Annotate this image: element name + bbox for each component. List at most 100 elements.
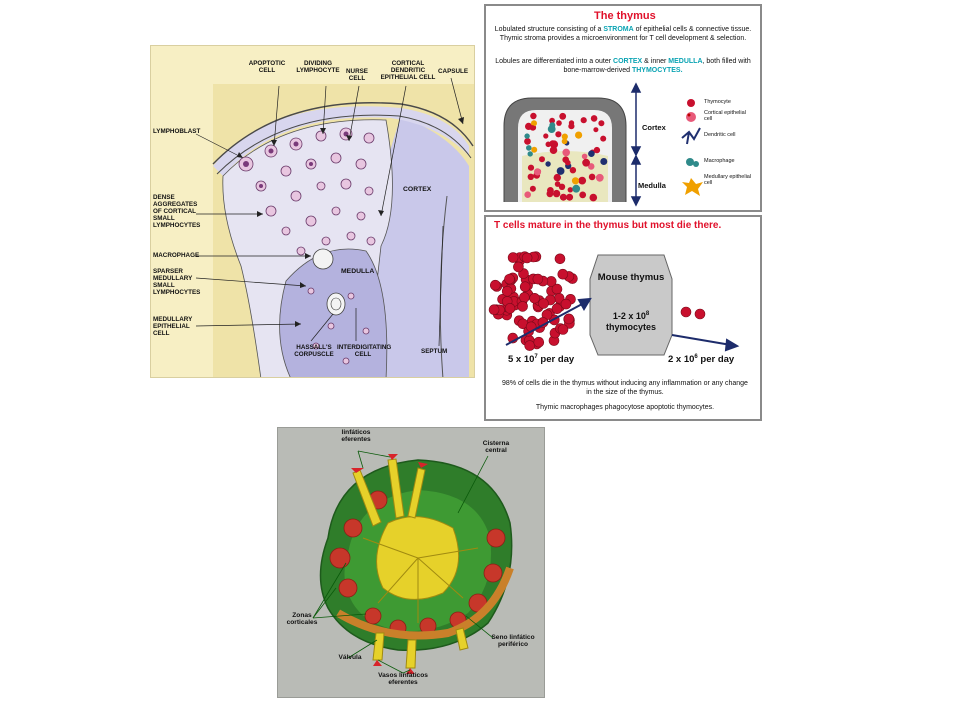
lobule-cell xyxy=(587,163,595,170)
label-macrophage: MACROPHAGE xyxy=(153,252,200,259)
thymocyte xyxy=(504,303,516,314)
label-cortex: CORTEX xyxy=(403,186,432,193)
thymocyte xyxy=(538,298,549,309)
legend-icons xyxy=(681,99,703,196)
thymocyte xyxy=(521,252,533,264)
lobule-cell xyxy=(546,190,554,198)
lobule-diagram xyxy=(503,82,703,207)
label-hassalls-corpuscle: HASSALL'S CORPUSCLE xyxy=(294,344,334,358)
lobule-cell xyxy=(588,150,595,157)
label-dense-aggregates: DENSE AGGREGATES OF CORTICAL SMALL LYMPH… xyxy=(153,194,201,229)
maturation-title: T cells mature in the thymus but most di… xyxy=(494,220,722,231)
label-medulla: MEDULLA xyxy=(341,268,375,275)
lobule-cell xyxy=(562,148,570,157)
legend-medullary-epithelial: Medullary epithelial cell xyxy=(704,174,752,186)
lobule-cell xyxy=(524,138,531,145)
lobule-cell xyxy=(582,158,590,167)
lobule-cell xyxy=(549,117,555,124)
medulla-label: Medulla xyxy=(638,181,666,190)
thymocyte xyxy=(560,298,572,310)
lobule-cell xyxy=(553,173,561,182)
lobule-cell xyxy=(527,173,534,180)
lobule-cell xyxy=(527,164,535,171)
macrophage-cell xyxy=(312,248,334,270)
thymocyte xyxy=(557,324,569,335)
lobule-cell xyxy=(531,146,538,153)
lobule-cell xyxy=(556,120,562,126)
lobule-cell xyxy=(529,185,536,192)
lobule-cell xyxy=(600,135,607,142)
lobule-cell xyxy=(549,122,556,129)
label-medullary-epithelial-cell: MEDULLARY EPITHELIAL CELL xyxy=(153,316,193,337)
label-cisterna-central: Cisterna central xyxy=(482,440,510,455)
thymocyte xyxy=(519,292,530,303)
lobule-cell xyxy=(554,181,561,187)
macrophage-note: Thymic macrophages phagocytose apoptotic… xyxy=(535,404,715,411)
maturation-diagram xyxy=(488,251,740,356)
thymocyte xyxy=(557,268,569,280)
lobule-cell xyxy=(598,120,605,127)
thymus-title: The thymus xyxy=(594,10,656,22)
label-vasos-linfaticos-eferentes: Vasos linfáticos eferentes xyxy=(378,672,428,687)
lobule-cell xyxy=(579,191,587,199)
label-dividing-lymphocyte: DIVIDING LYMPHOCYTE xyxy=(296,60,340,74)
label-lymphoblast: LYMPHOBLAST xyxy=(153,128,201,135)
lobule-cell xyxy=(559,193,567,201)
thymocyte xyxy=(551,303,563,314)
lobule-cell xyxy=(580,117,587,124)
thymocyte xyxy=(488,304,500,315)
efferent-vessels-top xyxy=(352,458,426,527)
label-sparser-medullary-lymphocytes: SPARSER MEDULLARY SMALL LYMPHOCYTES xyxy=(153,268,201,296)
legend-cortical-epithelial: Cortical epithelial cell xyxy=(704,110,746,122)
lobule-cell xyxy=(545,161,551,167)
lobule-cell xyxy=(524,133,530,139)
label-seno-linfatico-periferico: Seno linfático periférico xyxy=(491,634,535,649)
lobule-cell xyxy=(539,156,545,163)
lobule-cell xyxy=(555,131,562,138)
lymph-node-panel: linfáticos eferentes Cisterna central Zo… xyxy=(277,427,545,698)
lobule-cell xyxy=(559,112,567,120)
lobule-thymocytes xyxy=(524,112,608,202)
lobule-cell xyxy=(567,187,573,193)
lobule-cell xyxy=(568,123,575,130)
mouse-thymus-box xyxy=(589,254,673,356)
lobule-cell xyxy=(589,193,598,202)
lobule-cell xyxy=(593,127,599,133)
thymocyte xyxy=(507,252,519,263)
thymus-structure-panel: The thymus Lobulated structure consistin… xyxy=(484,4,762,212)
thymus-histology-drawing xyxy=(195,77,474,377)
legend-thymocyte: Thymocyte xyxy=(704,99,731,105)
lobule-cell xyxy=(533,168,542,176)
thymocyte xyxy=(517,301,528,312)
lobule-cell xyxy=(575,131,583,139)
lobule-cell xyxy=(543,133,549,139)
label-zonas-corticales: Zonas corticales xyxy=(286,612,318,627)
lobule-cell xyxy=(549,146,558,154)
lobule-cell xyxy=(572,184,581,193)
thymocyte xyxy=(533,336,545,348)
lobule-cell xyxy=(569,167,577,174)
legend-dendritic: Dendritic cell xyxy=(704,132,736,138)
output-rate: 2 x 106 per day xyxy=(668,354,735,366)
label-valvula: Válvula xyxy=(338,654,362,661)
lobule-cell xyxy=(578,176,587,185)
lobule-cell xyxy=(558,183,566,190)
thymocyte xyxy=(504,273,515,285)
thymocyte xyxy=(501,286,513,297)
thymocyte-cloud xyxy=(488,251,578,351)
lobule-cell xyxy=(531,120,537,127)
thymocyte xyxy=(524,340,536,351)
lobule-cell xyxy=(593,146,601,154)
lobule-cell xyxy=(581,153,588,160)
lobule-cell xyxy=(590,115,598,122)
cortex-label: Cortex xyxy=(642,123,666,132)
thymocyte xyxy=(513,261,524,273)
lobule-cell xyxy=(556,167,565,175)
lobule-cell xyxy=(571,177,580,185)
thymocyte xyxy=(490,279,501,291)
lobule-cell xyxy=(526,145,532,151)
label-cortical-dendritic-epithelial-cell: CORTICAL DENDRITIC EPITHELIAL CELL xyxy=(380,60,436,81)
lymph-node-drawing xyxy=(312,450,514,674)
lobule-cell xyxy=(561,138,568,145)
